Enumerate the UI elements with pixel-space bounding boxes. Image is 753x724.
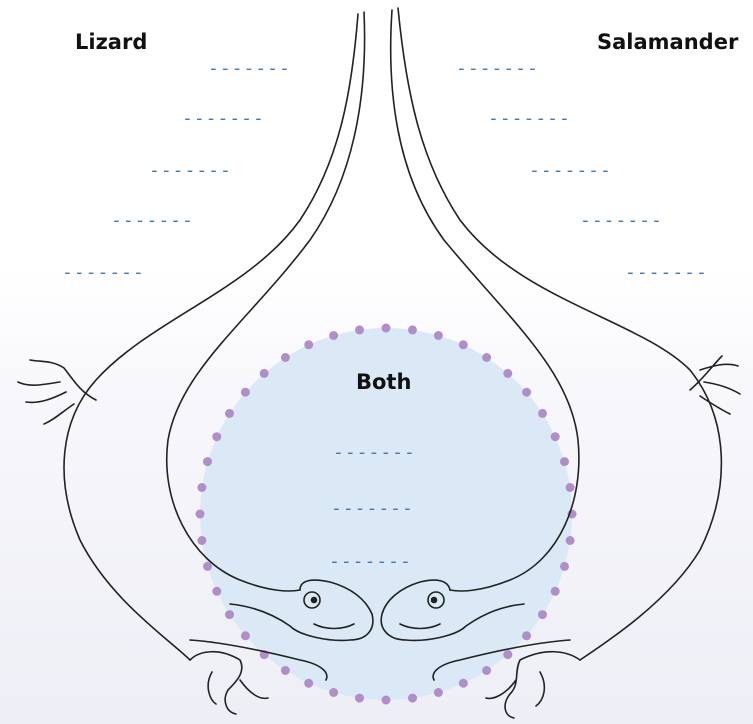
circle-dot xyxy=(225,610,234,619)
salamander-blank-3[interactable]: ------- xyxy=(529,160,612,181)
salamander-blank-2[interactable]: ------- xyxy=(488,108,571,129)
salamander-blank-5[interactable]: ------- xyxy=(625,262,708,283)
both-label: Both xyxy=(356,370,411,394)
circle-dot xyxy=(241,631,250,640)
circle-dot xyxy=(382,696,391,705)
circle-dot xyxy=(196,510,205,519)
circle-dot xyxy=(522,388,531,397)
circle-dot xyxy=(408,325,417,334)
circle-dot xyxy=(212,587,221,596)
circle-dot xyxy=(382,324,391,333)
lizard-upper-leg xyxy=(18,360,96,424)
circle-dot xyxy=(329,331,338,340)
circle-dot xyxy=(538,409,547,418)
lizard-label: Lizard xyxy=(75,30,147,54)
circle-dot xyxy=(503,650,512,659)
circle-dot xyxy=(522,631,531,640)
lizard-blank-2[interactable]: ------- xyxy=(182,108,265,129)
circle-dot xyxy=(197,483,206,492)
lizard-lower-leg xyxy=(190,652,268,714)
circle-dot xyxy=(304,340,313,349)
circle-dot xyxy=(408,694,417,703)
both-blank-1[interactable]: ------- xyxy=(333,442,416,463)
circle-dot xyxy=(241,388,250,397)
lizard-blank-3[interactable]: ------- xyxy=(149,160,232,181)
circle-dot xyxy=(203,562,212,571)
circle-dot xyxy=(503,369,512,378)
salamander-pupil xyxy=(432,598,437,603)
lizard-blank-5[interactable]: ------- xyxy=(62,262,145,283)
circle-dot xyxy=(281,353,290,362)
circle-dot xyxy=(566,483,575,492)
circle-dot xyxy=(355,325,364,334)
circle-dot xyxy=(203,457,212,466)
both-blank-2[interactable]: ------- xyxy=(331,498,414,519)
circle-dot xyxy=(538,610,547,619)
circle-dot xyxy=(459,679,468,688)
circle-dot xyxy=(304,679,313,688)
circle-dot xyxy=(434,331,443,340)
circle-dot xyxy=(197,536,206,545)
circle-dot xyxy=(560,457,569,466)
circle-dot xyxy=(459,340,468,349)
circle-dot xyxy=(551,587,560,596)
salamander-lower-leg xyxy=(486,652,580,718)
circle-dot xyxy=(560,562,569,571)
circle-dot xyxy=(225,409,234,418)
circle-dot xyxy=(355,694,364,703)
circle-dot xyxy=(566,536,575,545)
circle-dot xyxy=(482,666,491,675)
lizard-blank-4[interactable]: ------- xyxy=(111,210,194,231)
circle-dot xyxy=(551,432,560,441)
lizard-pupil xyxy=(312,598,317,603)
both-blank-3[interactable]: ------- xyxy=(329,551,412,572)
circle-dot xyxy=(329,688,338,697)
circle-dot xyxy=(482,353,491,362)
salamander-label: Salamander xyxy=(597,30,738,54)
salamander-blank-1[interactable]: ------- xyxy=(456,58,539,79)
circle-dot xyxy=(434,688,443,697)
lizard-blank-1[interactable]: ------- xyxy=(208,58,291,79)
circle-dot xyxy=(260,369,269,378)
circle-dot xyxy=(212,432,221,441)
circle-dot xyxy=(281,666,290,675)
salamander-upper-leg xyxy=(690,356,740,414)
salamander-blank-4[interactable]: ------- xyxy=(580,210,663,231)
